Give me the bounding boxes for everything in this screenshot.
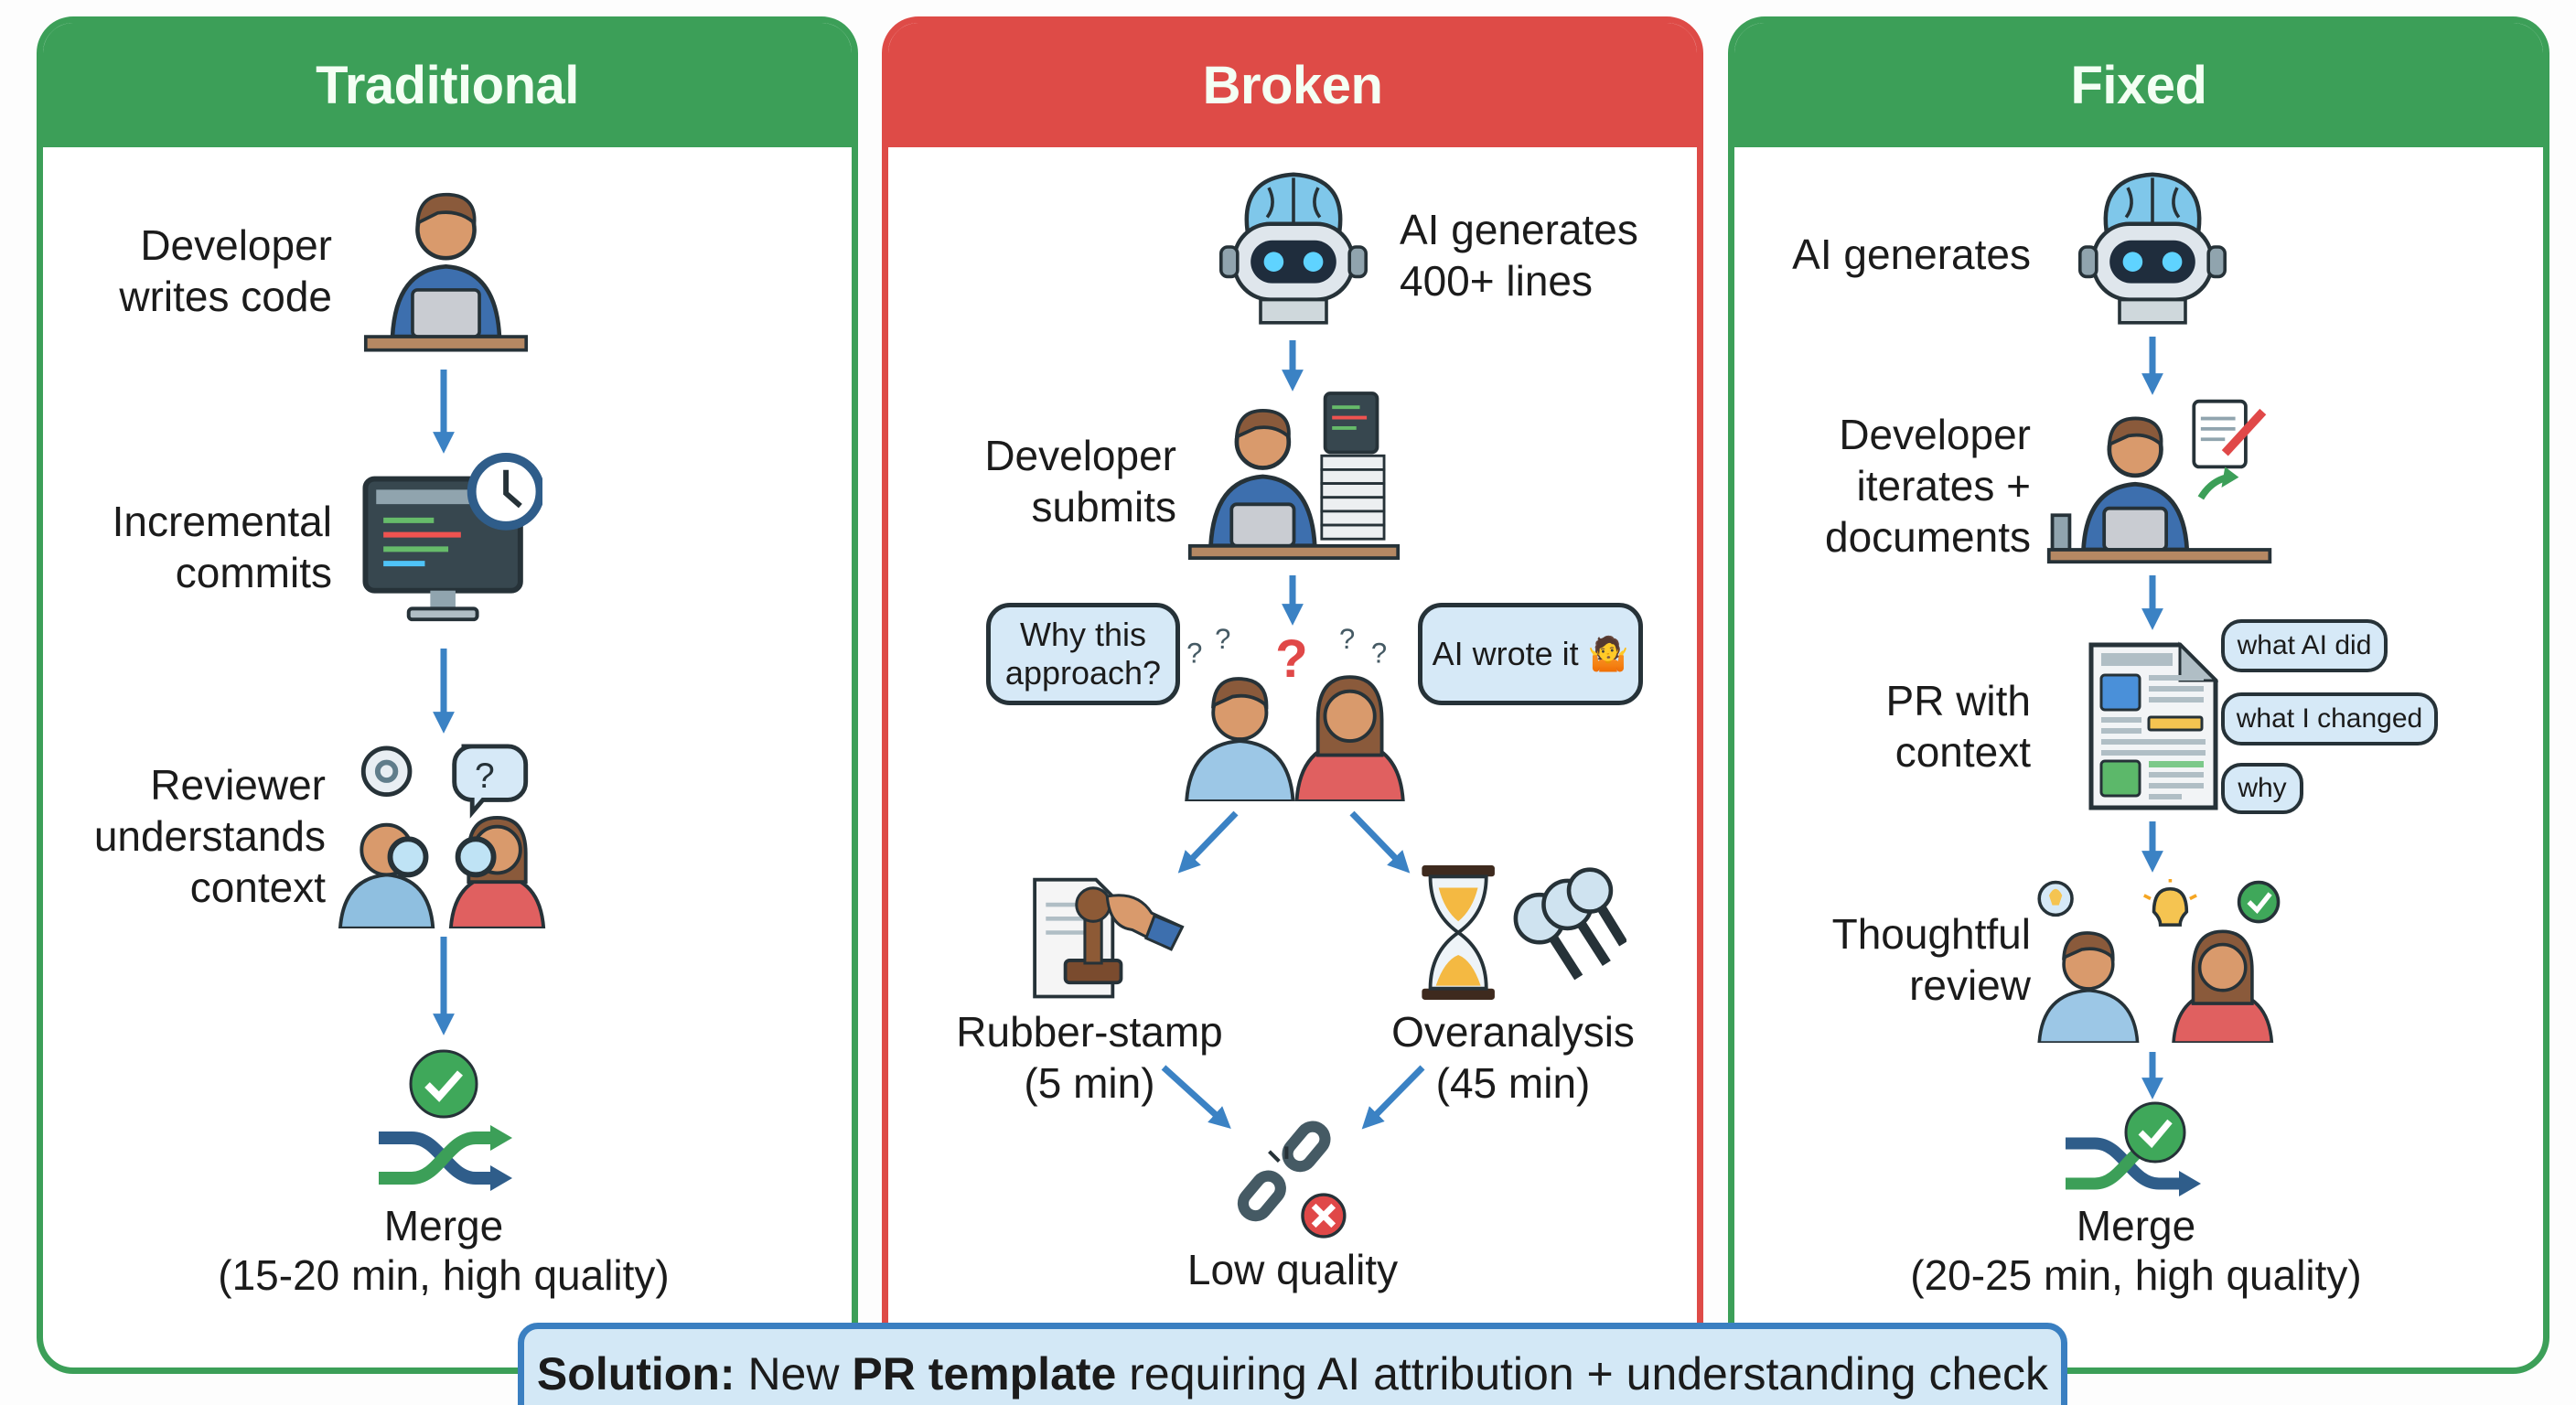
- step-incremental-commits: Incremental commits: [112, 498, 332, 596]
- svg-text:?: ?: [1215, 624, 1230, 655]
- pr-document-icon: [2088, 641, 2218, 810]
- arrow-diagonal-icon: [1361, 1065, 1425, 1130]
- developer-code-stack-icon: [1187, 391, 1401, 560]
- solution-label: Solution:: [536, 1348, 735, 1400]
- note-why: why: [2221, 763, 2303, 814]
- overanalysis-label: Overanalysis (45 min): [1391, 1008, 1635, 1107]
- merge-icon: [379, 1125, 512, 1191]
- svg-text:?: ?: [1339, 624, 1355, 655]
- hourglass-magnifiers-icon: [1422, 865, 1626, 1000]
- arrow-diagonal-icon: [1177, 810, 1239, 874]
- step-developer-submits: Developer submits: [984, 432, 1176, 531]
- traditional-title: Traditional: [43, 23, 852, 147]
- svg-text:?: ?: [475, 756, 495, 796]
- step-thoughtful-review: Thoughtful review: [1831, 910, 2031, 1009]
- ai-robot-icon: [1219, 172, 1368, 325]
- confused-reviewers-icon: ???? ?: [1185, 624, 1405, 801]
- check-circle-icon: [409, 1049, 478, 1119]
- speech-bubble-why-this-approach: Why this approach?: [986, 603, 1180, 705]
- solution-text-pre: New: [747, 1348, 840, 1400]
- merge-detail: (15-20 min, high quality): [218, 1251, 670, 1299]
- developer-notes-icon: [2046, 399, 2272, 564]
- low-quality-label: Low quality: [1186, 1246, 1399, 1293]
- speech-bubble-ai-wrote-it: AI wrote it 🤷: [1418, 603, 1643, 705]
- broken-title: Broken: [888, 23, 1697, 147]
- step-developer-iterates-documents: Developer iterates + documents: [1824, 411, 2031, 561]
- merge-label: Merge: [383, 1202, 504, 1249]
- solution-banner: Solution: New PR template requiring AI a…: [518, 1323, 2067, 1405]
- arrow-diagonal-icon: [1349, 810, 1411, 874]
- thoughtful-reviewers-icon: [2037, 879, 2281, 1043]
- note-what-ai-did: what AI did: [2221, 619, 2388, 672]
- developer-laptop-icon: [363, 192, 529, 352]
- merge-detail: (20-25 min, high quality): [1910, 1251, 2362, 1299]
- rubber-stamp-icon: [1033, 877, 1185, 999]
- solution-pr-template: PR template: [852, 1348, 1117, 1400]
- step-developer-writes-code: Developer writes code: [119, 221, 332, 320]
- fixed-title: Fixed: [1734, 23, 2543, 147]
- svg-text:?: ?: [1275, 629, 1308, 689]
- note-what-i-changed: what I changed: [2221, 692, 2438, 745]
- step-ai-generates-400-lines: AI generates 400+ lines: [1400, 206, 1638, 305]
- reviewers-magnifier-icon: ?: [338, 744, 546, 928]
- monitor-clock-icon: [362, 452, 542, 622]
- svg-text:?: ?: [1371, 638, 1387, 670]
- step-reviewer-understands-context: Reviewer understands context: [93, 761, 326, 911]
- solution-text-post: requiring AI attribution + understanding…: [1129, 1348, 2049, 1400]
- step-pr-with-context: PR with context: [1885, 677, 2031, 776]
- merge-check-icon: [2066, 1101, 2201, 1196]
- rubber-stamp-label: Rubber-stamp (5 min): [956, 1008, 1223, 1107]
- svg-text:?: ?: [1186, 638, 1202, 670]
- ai-robot-icon: [2078, 172, 2227, 325]
- arrow-diagonal-icon: [1161, 1065, 1231, 1129]
- step-ai-generates: AI generates: [1792, 231, 2031, 278]
- merge-label: Merge: [2076, 1202, 2196, 1249]
- broken-chain-icon: [1237, 1121, 1347, 1239]
